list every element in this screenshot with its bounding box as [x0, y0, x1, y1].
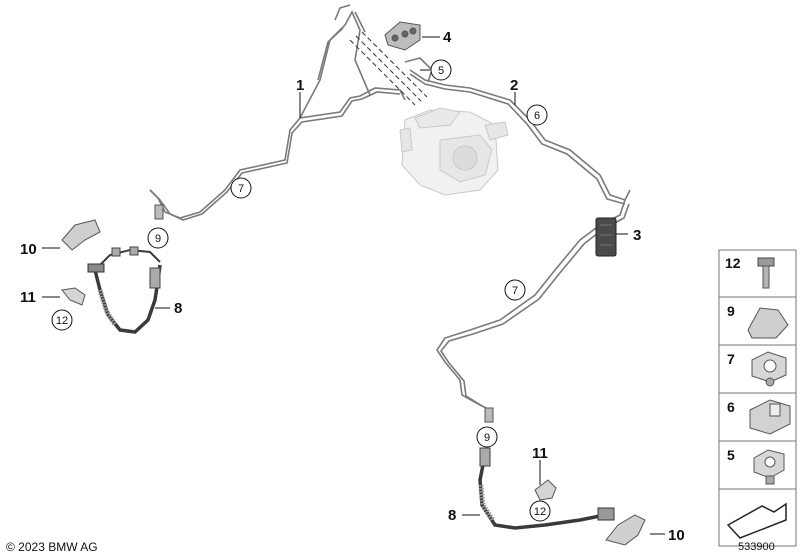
- callout-11-right: 11: [532, 445, 548, 462]
- circled-callout-12-left: 12: [51, 309, 73, 331]
- legend-row-6: 6: [727, 399, 791, 435]
- left-brake-hose: [87, 246, 162, 334]
- svg-text:6: 6: [534, 110, 540, 122]
- bolt-icon: [757, 257, 775, 289]
- circled-callout-6: 6: [526, 104, 548, 126]
- svg-text:12: 12: [534, 506, 546, 518]
- circled-callout-9-left: 9: [147, 227, 169, 249]
- legend-row-12: 12: [725, 255, 775, 289]
- left-fitting-part-9: [154, 204, 164, 220]
- svg-text:9: 9: [727, 303, 735, 319]
- legend-row-7: 7: [727, 351, 787, 387]
- dashed-connection-lines: [349, 31, 428, 106]
- legend-row-9: 9: [727, 303, 789, 339]
- callout-8-left: 8: [174, 300, 182, 317]
- clip-6-icon: [749, 399, 791, 435]
- right-bracket-part-11: [534, 479, 557, 501]
- left-bracket-part-11: [61, 287, 86, 306]
- right-bracket-part-10: [605, 514, 646, 546]
- callout-2: 2: [510, 77, 518, 94]
- legend-row-5: 5: [727, 447, 785, 485]
- svg-text:5: 5: [438, 65, 444, 77]
- circled-callout-12-right: 12: [529, 500, 551, 522]
- callout-11-left: 11: [20, 289, 36, 306]
- master-cylinder-assembly: [399, 107, 509, 196]
- right-brake-hose: [478, 407, 615, 530]
- callout-10-left: 10: [20, 241, 37, 258]
- diagram-id: 533900: [738, 541, 775, 553]
- svg-text:5: 5: [727, 447, 735, 463]
- svg-text:7: 7: [512, 285, 518, 297]
- svg-text:7: 7: [238, 183, 244, 195]
- grommet-part-3: [595, 217, 617, 257]
- callout-3: 3: [633, 227, 641, 244]
- clip-7-icon: [751, 351, 787, 387]
- circled-callout-7-lower: 7: [504, 279, 526, 301]
- clip-9-icon: [747, 307, 789, 339]
- arrow-icon: [726, 502, 787, 539]
- clip-holder-part-4: [384, 21, 421, 51]
- clip-5-icon: [753, 449, 785, 485]
- circled-callout-9-right: 9: [476, 426, 498, 448]
- left-bracket-part-10: [61, 219, 101, 251]
- circled-callout-5: 5: [430, 59, 452, 81]
- leader-lines: [42, 36, 665, 535]
- circled-callout-7-upper: 7: [230, 177, 252, 199]
- callout-8-right: 8: [448, 507, 456, 524]
- callout-1: 1: [296, 77, 304, 94]
- svg-text:9: 9: [484, 432, 490, 444]
- callout-10-right: 10: [668, 527, 685, 544]
- svg-text:9: 9: [155, 233, 161, 245]
- svg-text:6: 6: [727, 399, 735, 415]
- svg-text:12: 12: [56, 315, 68, 327]
- copyright-notice: © 2023 BMW AG: [6, 540, 98, 554]
- brake-line-1: [149, 4, 406, 221]
- svg-text:7: 7: [727, 351, 735, 367]
- parts-legend: 12 9 7 6: [718, 249, 797, 547]
- svg-text:12: 12: [725, 255, 741, 271]
- callout-4: 4: [443, 29, 452, 46]
